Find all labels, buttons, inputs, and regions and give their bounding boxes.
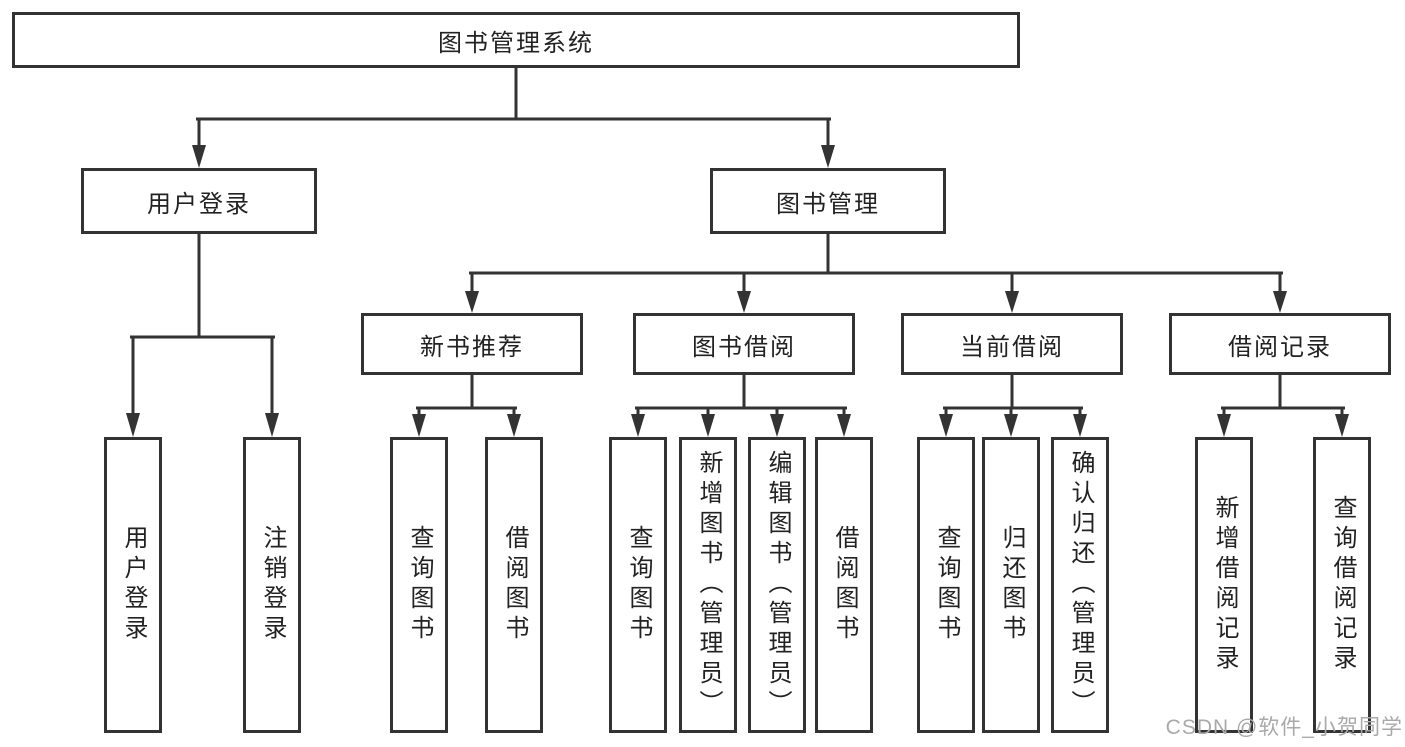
connector-current-borrow-children <box>939 373 1087 437</box>
arrowhead <box>192 145 206 168</box>
connector-book-borrow-children <box>631 373 851 437</box>
leaf-label: 查询图书 <box>625 525 652 645</box>
leaf-query-borrow-record: 查询借阅记录 <box>1313 437 1371 733</box>
arrowhead <box>1335 414 1349 437</box>
arrowhead <box>939 414 953 437</box>
node-root-label: 图书管理系统 <box>438 29 594 57</box>
leaf-label: 借阅图书 <box>831 525 858 645</box>
arrowhead <box>631 414 645 437</box>
leaf-query-books-recommend: 查询图书 <box>390 437 448 733</box>
node-borrow-records-label: 借阅记录 <box>1228 333 1332 361</box>
node-user-login: 用户登录 <box>81 168 317 234</box>
connector-user-login-children <box>126 232 279 437</box>
leaf-label: 新增图书（管理员） <box>695 450 722 720</box>
arrowhead <box>1273 291 1287 313</box>
arrowhead <box>465 291 479 313</box>
connector-root-to-level2 <box>192 66 835 168</box>
leaf-label: 新增借阅记录 <box>1211 495 1238 675</box>
leaf-borrow-books-recommend: 借阅图书 <box>485 437 543 733</box>
arrowhead <box>737 291 751 313</box>
leaf-label: 归还图书 <box>998 525 1025 645</box>
node-current-borrow-label: 当前借阅 <box>960 333 1064 361</box>
leaf-label: 查询图书 <box>406 525 433 645</box>
leaf-user-login: 用户登录 <box>104 437 162 733</box>
arrowhead <box>126 413 140 437</box>
node-new-book-recommend: 新书推荐 <box>361 313 583 375</box>
leaf-label: 编辑图书（管理员） <box>764 450 791 720</box>
node-new-book-recommend-label: 新书推荐 <box>420 333 524 361</box>
arrowhead <box>821 145 835 168</box>
leaf-logout: 注销登录 <box>243 437 301 733</box>
arrowhead <box>837 414 851 437</box>
connector-borrow-records-children <box>1217 373 1349 437</box>
node-root: 图书管理系统 <box>12 12 1020 68</box>
leaf-label: 确认归还（管理员） <box>1067 450 1094 720</box>
arrowhead <box>701 414 715 437</box>
leaf-label: 查询借阅记录 <box>1329 495 1356 675</box>
leaf-add-book-admin: 新增图书（管理员） <box>679 437 737 733</box>
leaf-label: 用户登录 <box>120 525 147 645</box>
leaf-query-books-borrow: 查询图书 <box>609 437 667 733</box>
arrowhead <box>1217 414 1231 437</box>
node-user-login-label: 用户登录 <box>147 190 251 218</box>
arrowhead <box>1004 414 1018 437</box>
leaf-query-books-current: 查询图书 <box>917 437 975 733</box>
leaf-return-book: 归还图书 <box>982 437 1040 733</box>
arrowhead <box>1073 414 1087 437</box>
arrowhead <box>1005 291 1019 313</box>
node-book-borrow-label: 图书借阅 <box>692 333 796 361</box>
leaf-edit-book-admin: 编辑图书（管理员） <box>748 437 806 733</box>
node-book-management: 图书管理 <box>710 168 946 234</box>
arrowhead <box>507 414 521 437</box>
arrowhead <box>770 414 784 437</box>
node-book-management-label: 图书管理 <box>776 190 880 218</box>
leaf-label: 注销登录 <box>259 525 286 645</box>
arrowhead <box>412 414 426 437</box>
connector-book-management-children <box>465 232 1287 313</box>
node-borrow-records: 借阅记录 <box>1169 313 1391 375</box>
leaf-borrow-books: 借阅图书 <box>815 437 873 733</box>
connector-new-book-recommend-children <box>412 373 521 437</box>
arrowhead <box>265 413 279 437</box>
leaf-label: 借阅图书 <box>501 525 528 645</box>
node-current-borrow: 当前借阅 <box>901 313 1123 375</box>
leaf-add-borrow-record: 新增借阅记录 <box>1195 437 1253 733</box>
leaf-label: 查询图书 <box>933 525 960 645</box>
leaf-confirm-return-admin: 确认归还（管理员） <box>1051 437 1109 733</box>
node-book-borrow: 图书借阅 <box>633 313 855 375</box>
csdn-watermark: CSDN @软件_小贺同学 <box>1165 716 1403 739</box>
